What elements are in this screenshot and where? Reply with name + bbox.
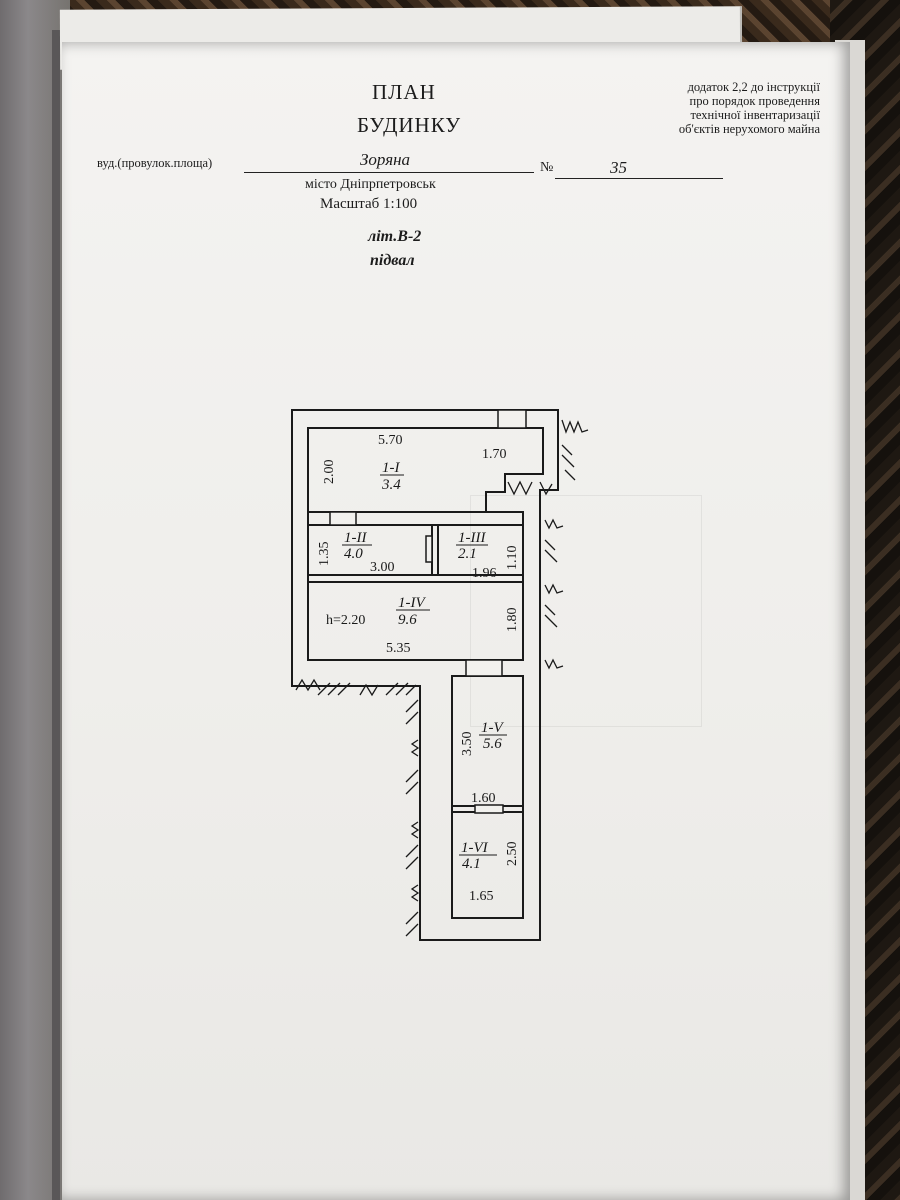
- ground-hatch-mark: [410, 739, 420, 757]
- dim-1-10: 1.10: [505, 546, 520, 571]
- room-id-1-i: 1-I: [382, 460, 400, 476]
- ground-hatch-mark: [544, 539, 558, 563]
- ground-hatch-mark: [544, 604, 558, 628]
- appendix-note-line: про порядок проведення: [689, 94, 821, 108]
- ground-hatch-mark: [405, 769, 419, 795]
- door-opening: [474, 804, 504, 814]
- title-building: БУДИНКУ: [357, 113, 462, 137]
- room-area-1-iii: 2.1: [458, 546, 477, 562]
- dimension-labels: 5.70 1.70 2.00 1.35 3.00 1.96 1.10 h=2.2…: [317, 433, 520, 904]
- room-area-1-ii: 4.0: [344, 546, 363, 562]
- room-area-1-i: 3.4: [381, 477, 401, 493]
- street-label: вуд.(провулок.площа): [97, 156, 213, 170]
- dim-1-80: 1.80: [505, 608, 520, 633]
- ground-hatch-mark: [544, 583, 564, 595]
- ground-hatch-mark: [507, 480, 553, 496]
- dim-1-65: 1.65: [469, 889, 494, 904]
- appendix-note-line: об'єктів нерухомого майна: [678, 122, 820, 136]
- dim-1-35: 1.35: [317, 542, 332, 567]
- ground-hatch-mark: [544, 518, 564, 530]
- door-openings: [329, 409, 527, 814]
- room-area-1-v: 5.6: [483, 736, 502, 752]
- number-underline: [555, 178, 723, 179]
- ground-hatch-mark: [359, 683, 379, 697]
- dim-5-70: 5.70: [378, 433, 403, 448]
- ground-hatch-mark: [561, 419, 589, 434]
- ground-hatch-mark: [544, 658, 564, 670]
- room-id-1-v: 1-V: [481, 720, 504, 736]
- ground-hatch-mark: [405, 699, 419, 725]
- room-id-1-iii: 1-III: [458, 530, 486, 546]
- ground-hatch-mark: [410, 884, 420, 902]
- appendix-note-line: додаток 2,2 до інструкції: [687, 80, 820, 94]
- city: місто Дніпрпетровськ: [305, 177, 436, 192]
- room-id-1-vi: 1-VI: [461, 840, 489, 856]
- binder-edge: [52, 30, 60, 1200]
- inner-wall-line: [307, 427, 544, 661]
- ground-hatch-mark: [317, 682, 351, 696]
- scale: Масштаб 1:100: [320, 196, 418, 212]
- ground-hatch-mark: [405, 844, 419, 870]
- dim-2-50: 2.50: [505, 842, 520, 867]
- dim-3-50: 3.50: [460, 732, 475, 757]
- ground-hatch-mark: [410, 821, 420, 839]
- document-page: [62, 42, 850, 1200]
- ground-hatching: [295, 419, 589, 937]
- bleed-through-mark: [470, 495, 702, 727]
- height-label: h=2.20: [326, 613, 365, 628]
- dim-1-70: 1.70: [482, 447, 507, 462]
- ground-hatch-mark: [405, 911, 419, 937]
- level-label: підвал: [370, 252, 415, 269]
- room-labels: 1-I 3.4 1-II 4.0 1-III 2.1 1-IV 9.6 1-V …: [342, 460, 507, 872]
- appendix-note-line: технічної інвентаризації: [690, 108, 820, 122]
- letter-designation: літ.В-2: [368, 228, 422, 245]
- room-id-1-ii: 1-II: [344, 530, 367, 546]
- room-id-1-iv: 1-IV: [398, 595, 426, 611]
- dim-2-00: 2.00: [322, 460, 337, 485]
- door-opening: [497, 409, 527, 429]
- title-plan: ПЛАН: [372, 80, 436, 104]
- number-value: 35: [610, 158, 627, 177]
- door-opening: [425, 535, 433, 563]
- dim-1-96: 1.96: [472, 566, 497, 581]
- room-area-1-iv: 9.6: [398, 612, 417, 628]
- ground-hatch-mark: [561, 444, 576, 481]
- room-area-1-vi: 4.1: [462, 856, 481, 872]
- dim-5-35: 5.35: [386, 641, 411, 656]
- number-label: №: [540, 160, 554, 175]
- ground-hatch-mark: [295, 678, 321, 692]
- outer-wall-line: [291, 409, 559, 941]
- dim-1-60: 1.60: [471, 791, 496, 806]
- appendix-note: додаток 2,2 до інструкції про порядок пр…: [640, 80, 820, 136]
- dim-3-00: 3.00: [370, 560, 395, 575]
- street-underline: [244, 172, 534, 173]
- door-opening: [329, 511, 357, 526]
- door-opening: [465, 659, 503, 677]
- street-value: Зоряна: [360, 150, 411, 169]
- ground-hatch-mark: [385, 682, 417, 696]
